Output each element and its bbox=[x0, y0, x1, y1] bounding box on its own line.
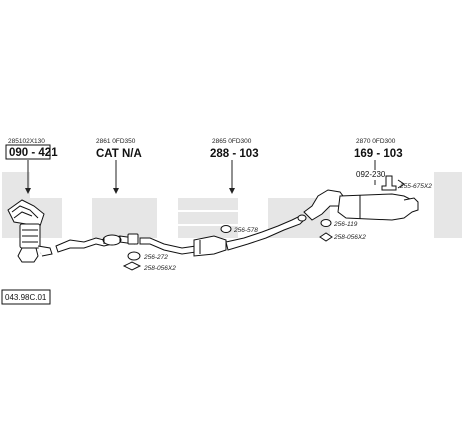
callout-middle-silencer[interactable]: 2865 0FD300 288 - 103 bbox=[210, 138, 259, 194]
callout-rear-silencer[interactable]: 2870 0FD300 169 - 103 092-230 bbox=[354, 138, 403, 191]
diagram-reference-text: 043.98C.01 bbox=[5, 293, 47, 302]
callout-part-number: CAT N/A bbox=[96, 148, 142, 160]
callout-oem-number: 2870 0FD300 bbox=[356, 138, 396, 145]
rear-silencer-icon bbox=[303, 189, 419, 221]
accessory-code: 255-675X2 bbox=[399, 183, 432, 190]
sub-part-number: 092-230 bbox=[356, 170, 386, 179]
callout-part-number: 169 - 103 bbox=[354, 148, 403, 160]
callout-oem-number: 2861 0FD350 bbox=[96, 138, 136, 145]
bolt-kit-icon bbox=[122, 261, 142, 271]
callout-manifold[interactable]: 285102X130 090 - 421 bbox=[5, 138, 58, 194]
accessory-code: 256-578 bbox=[233, 227, 258, 234]
clamp-icon bbox=[397, 179, 405, 189]
watermark-logo bbox=[2, 172, 462, 238]
front-pipe-icon bbox=[55, 233, 139, 253]
accessory-bolt-kit-rear[interactable]: 258-056X2 bbox=[319, 232, 366, 242]
bracket-icon bbox=[381, 175, 397, 191]
middle-pipe-icon bbox=[139, 214, 307, 257]
callout-oem-number: 2865 0FD300 bbox=[212, 138, 252, 145]
accessory-code: 258-056X2 bbox=[143, 265, 176, 272]
accessory-code: 258-056X2 bbox=[333, 234, 366, 241]
accessory-bolt-kit[interactable]: 258-056X2 bbox=[122, 261, 176, 272]
manifold-icon bbox=[7, 199, 53, 263]
ring-icon bbox=[220, 225, 232, 233]
rubber-mount-icon bbox=[320, 219, 332, 227]
accessory-rubber-mount[interactable]: 256-119 bbox=[320, 219, 358, 229]
callout-part-number: 090 - 421 bbox=[9, 147, 58, 159]
accessory-gasket[interactable]: 256-272 bbox=[127, 251, 168, 261]
accessory-ring[interactable]: 256-578 bbox=[220, 225, 258, 235]
accessory-code: 256-272 bbox=[143, 254, 168, 261]
bolt-kit-icon bbox=[319, 232, 333, 242]
callout-oem-number: 285102X130 bbox=[8, 138, 45, 145]
accessory-code: 256-119 bbox=[333, 221, 358, 228]
callout-catalyst[interactable]: 2861 0FD350 CAT N/A bbox=[96, 138, 142, 194]
diagram-reference: 043.98C.01 bbox=[1, 289, 51, 305]
accessory-clamp[interactable]: 255-675X2 bbox=[397, 179, 432, 190]
callout-part-number: 288 - 103 bbox=[210, 148, 259, 160]
gasket-icon bbox=[127, 251, 141, 261]
